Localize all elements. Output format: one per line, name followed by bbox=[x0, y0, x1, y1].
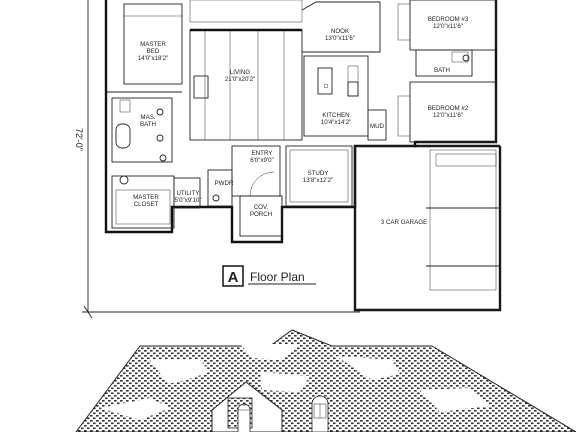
entry-size: 6'0"x9'0" bbox=[250, 157, 274, 164]
room-kitchen: KITCHEN 10'4"x14'2" bbox=[303, 55, 369, 137]
entry-name: ENTRY bbox=[252, 150, 273, 157]
master-bed-name-2: BED bbox=[147, 48, 160, 55]
plan-caption: A Floor Plan bbox=[222, 265, 316, 287]
bedroom3-size: 12'0"x11'6" bbox=[433, 23, 463, 30]
bedroom2-name: BEDROOM #2 bbox=[428, 105, 469, 112]
roof-elevation bbox=[75, 329, 576, 433]
master-closet-name-2: CLOSET bbox=[134, 201, 159, 208]
mud-name: MUD bbox=[370, 123, 385, 130]
utility-name: UTILITY bbox=[176, 190, 199, 197]
kitchen-name: KITCHEN bbox=[322, 112, 349, 119]
bedroom3-name: BEDROOM #3 bbox=[428, 16, 469, 23]
living-size: 21'0"x20'2" bbox=[225, 76, 256, 83]
room-bedroom-2: BEDROOM #2 12'0"x11'6" bbox=[397, 81, 497, 143]
master-closet-name-1: MASTER bbox=[133, 194, 159, 201]
caption-title: Floor Plan bbox=[250, 270, 305, 284]
garage-name: 3 CAR GARAGE bbox=[381, 219, 427, 226]
room-bedroom-3: BEDROOM #3 12'0"x11'6" bbox=[397, 0, 497, 51]
room-mud: MUD bbox=[367, 109, 387, 141]
room-utility: UTILITY 5'0"x9'10" bbox=[173, 177, 202, 209]
room-entry: ENTRY 6'0"x9'0" bbox=[231, 145, 281, 197]
utility-size: 5'0"x9'10" bbox=[174, 197, 201, 204]
kitchen-size: 10'4"x14'2" bbox=[321, 119, 352, 126]
room-study: STUDY 13'8"x12'2" bbox=[285, 145, 353, 207]
nook-size: 13'0"x11'6" bbox=[325, 35, 355, 42]
pwdr-name: PWDR bbox=[215, 180, 234, 187]
room-cov-porch: COV. PORCH bbox=[239, 195, 283, 237]
room-garage: 3 CAR GARAGE bbox=[354, 145, 501, 311]
mas-bath-name-2: BATH bbox=[140, 121, 156, 128]
master-bed-size: 14'0"x18'2" bbox=[138, 55, 169, 62]
caption-badge: A bbox=[228, 269, 239, 286]
overall-dimension-label: 72'-0" bbox=[74, 128, 84, 151]
cov-porch-name-2: PORCH bbox=[250, 211, 272, 218]
room-pwdr: PWDR bbox=[207, 169, 234, 207]
room-master-bed: MASTER BED 14'0"x18'2" bbox=[106, 3, 183, 93]
master-bed-name-1: MASTER bbox=[140, 41, 166, 48]
study-name: STUDY bbox=[308, 170, 329, 177]
room-master-closet: MASTER CLOSET bbox=[111, 175, 175, 229]
dimension-line: 72'-0" bbox=[74, 0, 360, 319]
study-size: 13'8"x12'2" bbox=[303, 177, 334, 184]
nook-name: NOOK bbox=[331, 28, 350, 35]
bath-name: BATH bbox=[434, 67, 450, 74]
mas-bath-name-1: MAS. bbox=[140, 114, 155, 121]
room-master-bath: MAS. BATH bbox=[111, 97, 173, 163]
room-bath: BATH bbox=[415, 49, 473, 77]
bedroom2-size: 12'0"x11'6" bbox=[433, 112, 463, 119]
living-name: LIVING bbox=[230, 69, 250, 76]
cov-porch-name-1: COV. bbox=[254, 204, 269, 211]
room-nook: NOOK 13'0"x11'6" bbox=[301, 1, 381, 53]
room-living: LIVING 21'0"x20'2" bbox=[189, 0, 303, 141]
